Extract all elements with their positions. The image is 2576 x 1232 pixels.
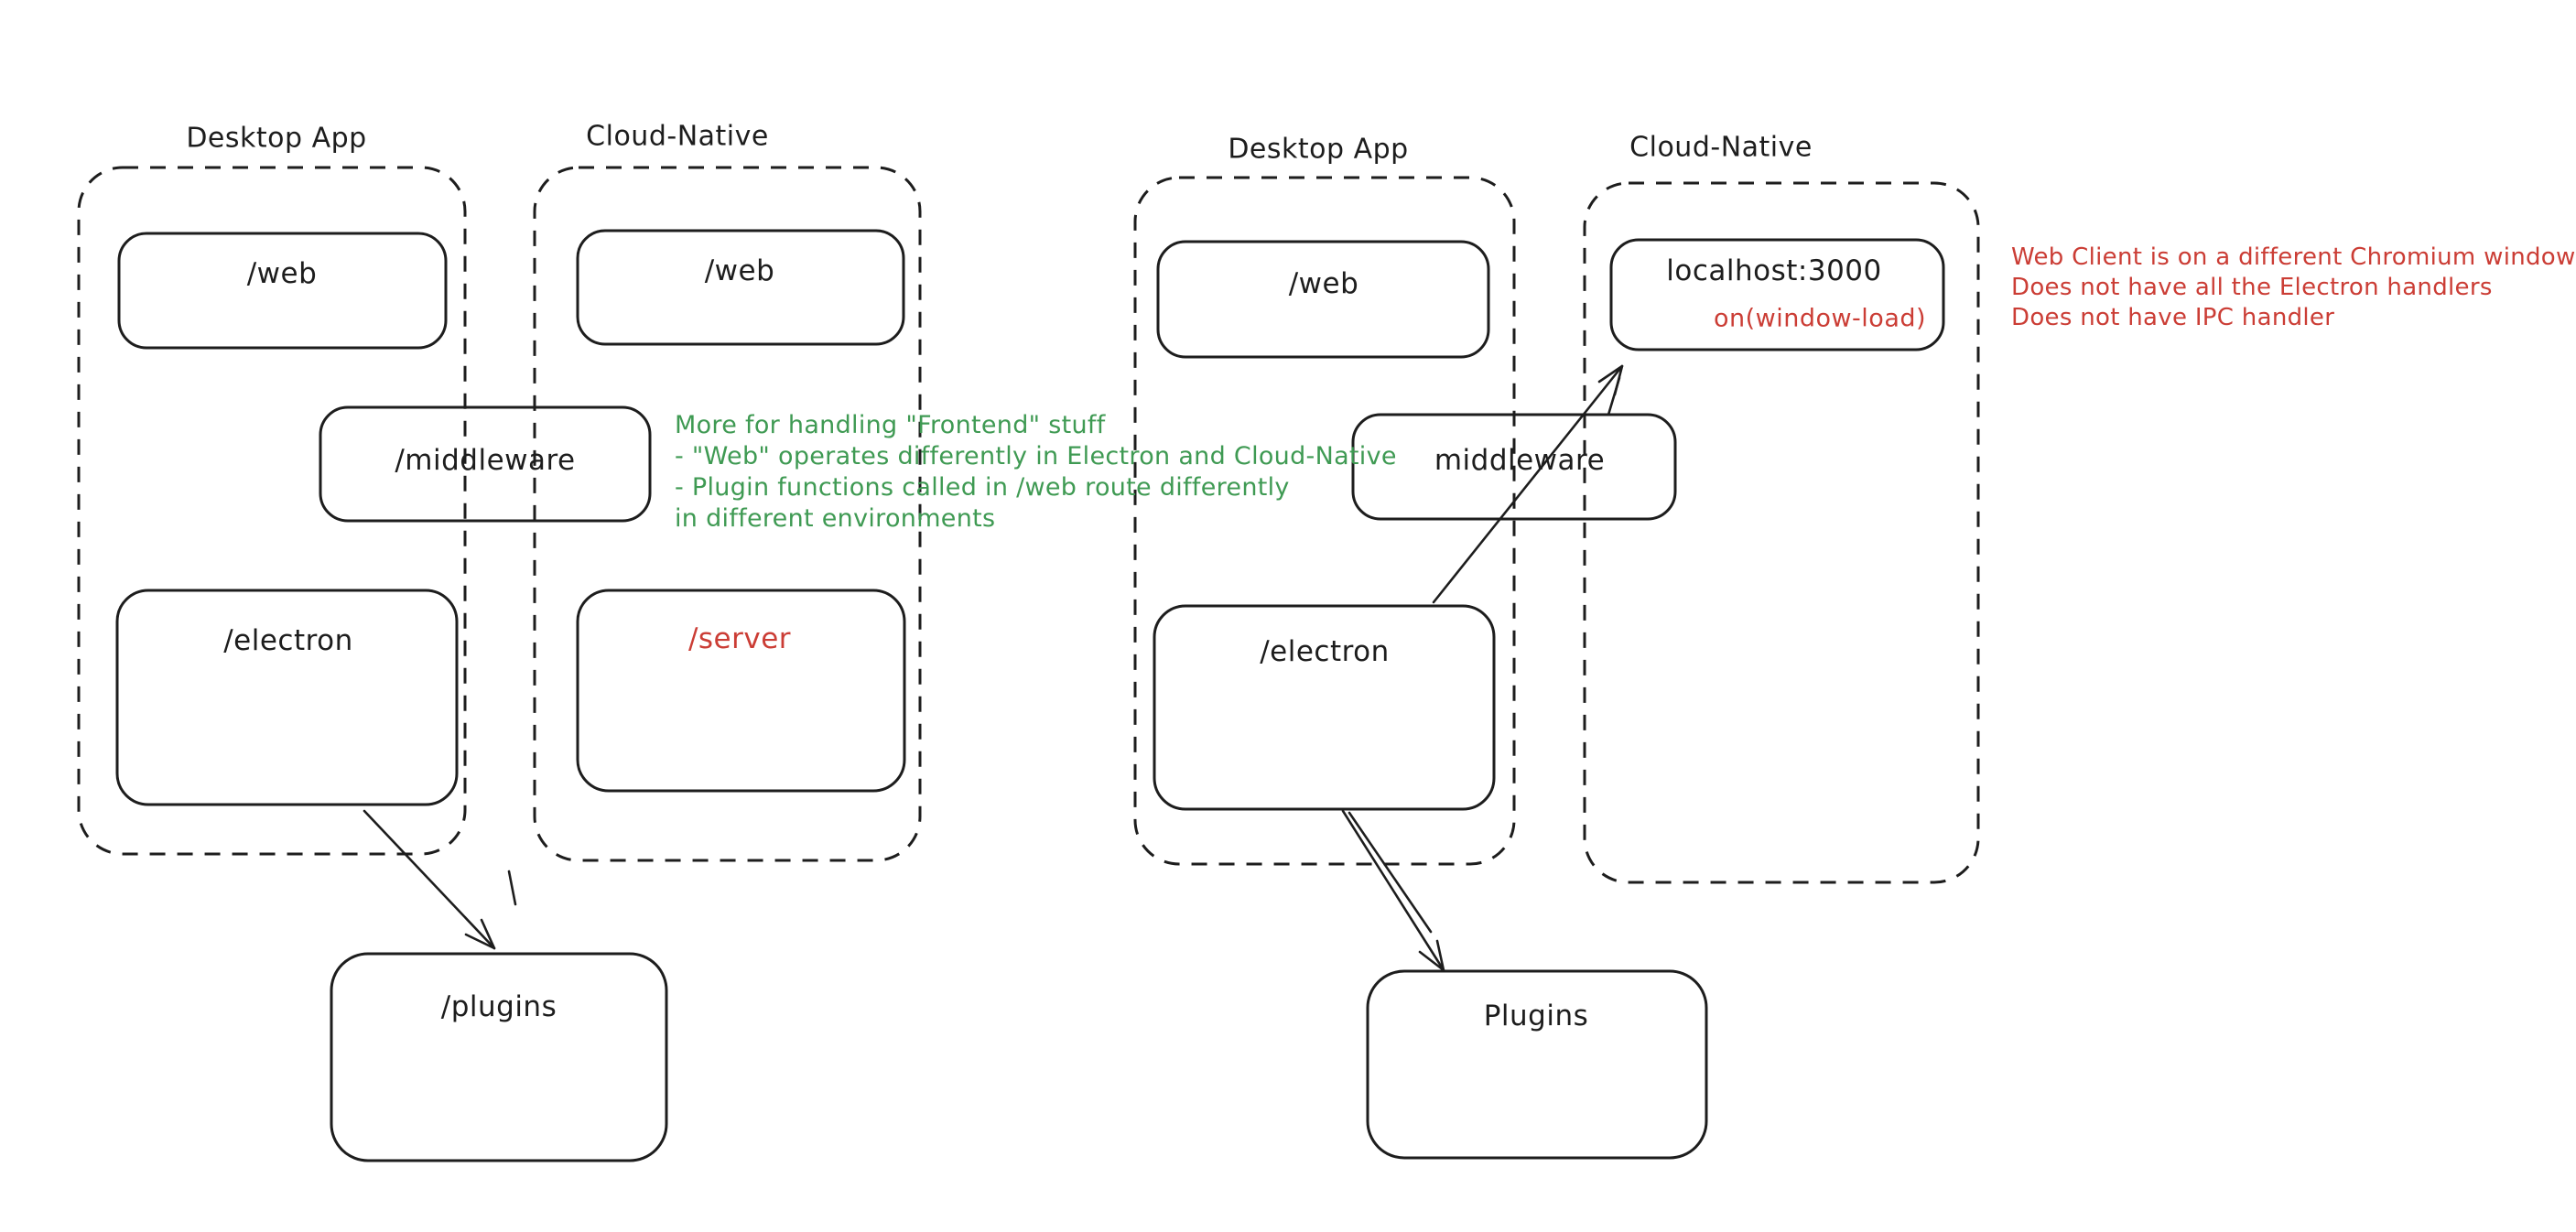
- left-cloud-web-box[interactable]: [576, 229, 905, 346]
- right-desktop-web-box[interactable]: [1156, 240, 1490, 359]
- red-note-line-3: Does not have IPC handler: [2011, 304, 2335, 331]
- left-server-label: /server: [687, 622, 792, 655]
- right-electron-box[interactable]: [1153, 604, 1496, 811]
- green-note-line-3: - Plugin functions called in /web route …: [675, 473, 1290, 502]
- left-desktop-web-label: /web: [246, 257, 318, 290]
- left-cloud-native-title: Cloud-Native: [586, 120, 769, 153]
- left-plugins-box[interactable]: [330, 952, 668, 1162]
- right-desktop-web-label: /web: [1288, 267, 1359, 300]
- right-cloud-native-title: Cloud-Native: [1629, 131, 1813, 164]
- left-desktop-web-box[interactable]: [117, 232, 448, 350]
- right-desktop-app-container[interactable]: [1133, 176, 1516, 866]
- left-cloud-web-label: /web: [704, 254, 775, 287]
- right-on-window-load-label: on(window-load): [1713, 304, 1927, 333]
- left-plugins-label: /plugins: [440, 990, 557, 1023]
- right-cloud-native-container[interactable]: [1583, 181, 1980, 884]
- left-cloud-native-container[interactable]: [533, 166, 922, 862]
- arrow-right-electron-to-localhost[interactable]: [1432, 364, 1624, 604]
- green-note-line-4: in different environments: [675, 504, 996, 533]
- red-note-line-1: Web Client is on a different Chromium wi…: [2011, 243, 2576, 271]
- left-desktop-app-title: Desktop App: [186, 122, 367, 155]
- right-localhost-box[interactable]: [1609, 238, 1945, 351]
- left-middleware-box[interactable]: [319, 405, 652, 523]
- left-electron-label: /electron: [223, 624, 353, 657]
- right-electron-label: /electron: [1260, 635, 1390, 668]
- left-middleware-label: /middleware: [395, 444, 576, 477]
- right-plugins-box[interactable]: [1366, 969, 1708, 1160]
- left-electron-box[interactable]: [115, 589, 459, 806]
- right-plugins-label: Plugins: [1483, 1000, 1589, 1032]
- right-localhost-label: localhost:3000: [1666, 254, 1882, 287]
- arrow-left-electron-to-plugins[interactable]: [363, 809, 517, 950]
- left-desktop-app-container[interactable]: [77, 166, 467, 856]
- left-server-box[interactable]: [576, 589, 906, 793]
- right-middleware-label: middleware: [1434, 444, 1606, 477]
- green-note-line-1: More for handling "Frontend" stuff: [675, 411, 1106, 439]
- right-middleware-box[interactable]: [1351, 413, 1677, 521]
- right-desktop-app-title: Desktop App: [1228, 133, 1409, 166]
- green-note: More for handling "Frontend" stuff - "We…: [675, 410, 1397, 535]
- green-note-line-2: - "Web" operates differently in Electron…: [675, 442, 1397, 470]
- red-note-line-2: Does not have all the Electron handlers: [2011, 274, 2493, 301]
- red-note: Web Client is on a different Chromium wi…: [2011, 243, 2576, 333]
- arrow-right-electron-to-plugins[interactable]: [1341, 809, 1445, 972]
